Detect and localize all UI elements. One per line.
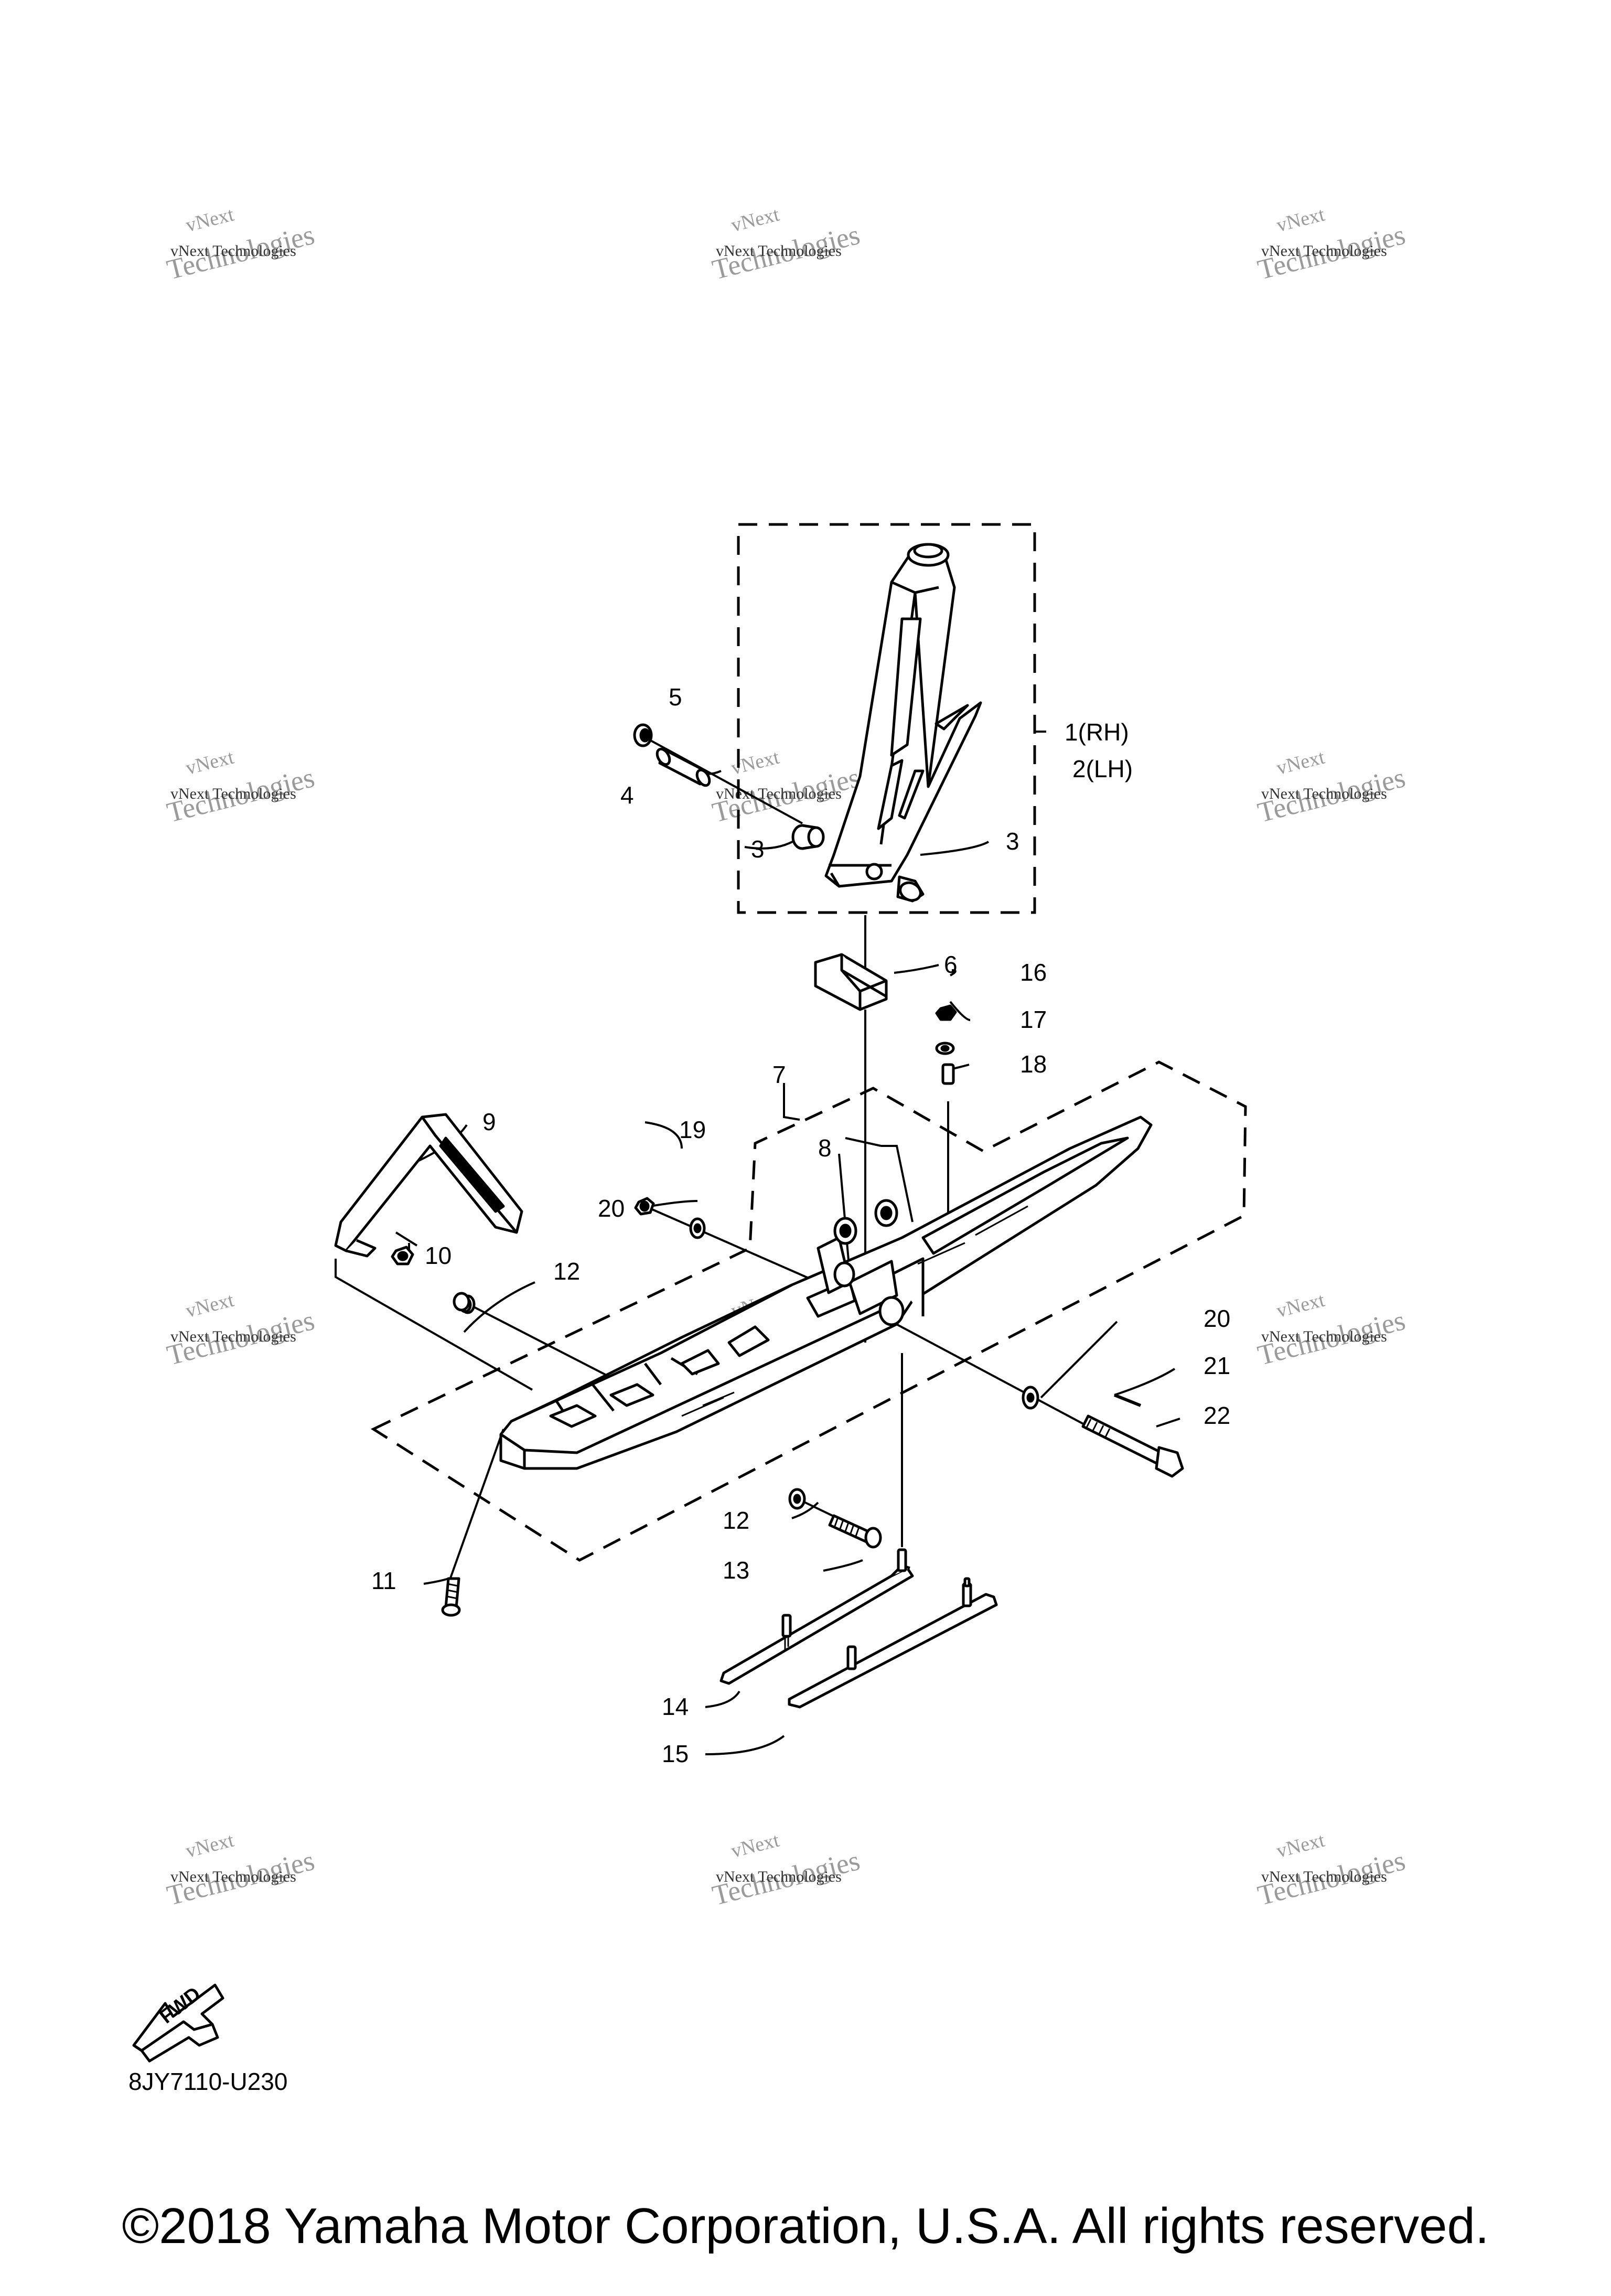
- ski-bushing-part: [874, 1199, 898, 1227]
- long-bolt-part: [1081, 1414, 1184, 1478]
- spindle-assembly-box: [737, 523, 1036, 914]
- callout-label: 17: [1020, 1006, 1047, 1033]
- watermark-text: vNext: [184, 1829, 237, 1862]
- watermark: vNext Technologies vNext Technologies: [1254, 746, 1408, 829]
- watermark-text: vNext Technologies: [170, 785, 296, 802]
- runner-part: [719, 1548, 914, 1685]
- watermark: vNext Technologies vNext Technologies: [709, 746, 863, 829]
- diagram-code: 8JY7110-U230: [128, 2068, 287, 2095]
- runner-part: [788, 1577, 998, 1709]
- callout-label: 9: [482, 1108, 496, 1135]
- ski-bushing-part: [833, 1217, 857, 1245]
- callout-label: 20: [1204, 1305, 1230, 1332]
- washer-part: [935, 1042, 955, 1055]
- watermark-text: vNext Technologies: [716, 1868, 842, 1885]
- watermark-layer: vNext Technologies vNext Technologies vN…: [164, 203, 1408, 1912]
- callout-label: 14: [662, 1693, 689, 1720]
- callout-label: 13: [723, 1557, 749, 1584]
- watermark-text: vNext: [1274, 1289, 1327, 1322]
- cap-nut-part: [633, 723, 653, 747]
- callout-leaders: [395, 754, 1180, 1755]
- watermark-text: vNext Technologies: [170, 1868, 296, 1885]
- washer-part: [788, 1488, 806, 1510]
- callout-label: 5: [669, 683, 682, 711]
- bolt-part: [828, 1514, 882, 1549]
- loop-nut-part: [453, 1292, 470, 1312]
- watermark-text: vNext Technologies: [170, 1328, 296, 1345]
- watermark-text: vNext: [729, 1829, 782, 1862]
- watermark-text: vNext Technologies: [1261, 1328, 1387, 1345]
- watermark: vNext Technologies vNext Technologies: [164, 746, 317, 829]
- watermark: vNext Technologies vNext Technologies: [164, 203, 317, 286]
- callout-label: 3: [751, 835, 765, 863]
- watermark: vNext Technologies vNext Technologies: [709, 203, 863, 286]
- callout-label: 18: [1020, 1050, 1047, 1078]
- callout-label: 12: [723, 1507, 749, 1534]
- watermark-text: vNext: [1274, 1829, 1327, 1862]
- assembly-boxes: [370, 523, 1247, 1562]
- callout-label: 22: [1204, 1402, 1230, 1429]
- bolt-part: [441, 1577, 461, 1617]
- watermark-text: vNext: [184, 1289, 237, 1322]
- watermark-text: vNext Technologies: [1261, 242, 1387, 260]
- bushing-part: [791, 824, 825, 850]
- watermark-text: vNext: [729, 746, 782, 779]
- callout-label: 6: [944, 951, 958, 978]
- callout-label: 1(RH): [1065, 718, 1129, 746]
- bushing-part: [896, 875, 925, 903]
- ski-part: [499, 1115, 1153, 1470]
- callout-label: 8: [818, 1134, 832, 1162]
- watermark-text: vNext: [1274, 203, 1327, 237]
- callout-label: 2(LH): [1072, 755, 1133, 782]
- callout-label: 12: [553, 1258, 580, 1285]
- collar-part: [656, 747, 711, 787]
- shim-part: [1113, 1393, 1142, 1407]
- watermark-text: vNext: [184, 203, 237, 237]
- watermark: vNext Technologies vNext Technologies: [1254, 1289, 1408, 1371]
- stud-part: [941, 1063, 955, 1085]
- watermark: vNext Technologies vNext Technologies: [164, 1289, 317, 1371]
- callout-label: 3: [1006, 828, 1019, 855]
- callout-label: 7: [772, 1061, 786, 1088]
- watermark: vNext Technologies vNext Technologies: [709, 1829, 863, 1912]
- callout-label: 4: [620, 781, 634, 809]
- nut-part: [935, 1004, 957, 1021]
- callout-label: 21: [1204, 1352, 1230, 1379]
- wear-pad-part: [814, 953, 888, 1011]
- washer-part: [689, 1217, 706, 1239]
- callout-label: 20: [598, 1195, 625, 1222]
- watermark-text: vNext Technologies: [1261, 1868, 1387, 1885]
- watermark-text: vNext Technologies: [170, 242, 296, 260]
- ski-assembly-box: [370, 1060, 1247, 1562]
- parts-layer: [334, 543, 1184, 1709]
- copyright-footer: ©2018 Yamaha Motor Corporation, U.S.A. A…: [122, 2198, 1489, 2254]
- watermark: vNext Technologies vNext Technologies: [1254, 1829, 1408, 1912]
- callout-numbers: 1(RH) 2(LH) 3 3 4 5 6 7 8 9 10 11 12 12 …: [371, 683, 1230, 1767]
- watermark: vNext Technologies vNext Technologies: [164, 1829, 317, 1912]
- watermark-text: vNext Technologies: [1261, 785, 1387, 802]
- callout-label: 15: [662, 1740, 689, 1767]
- watermark-text: vNext: [1274, 746, 1327, 779]
- ski-spindle-part: [824, 543, 982, 888]
- callout-label: 19: [679, 1116, 706, 1143]
- ski-loop-part: [334, 1113, 523, 1258]
- loop-nut-part: [391, 1246, 414, 1265]
- watermark-text: vNext Technologies: [716, 242, 842, 260]
- watermark-text: vNext: [184, 746, 237, 779]
- watermark-text: vNext: [729, 203, 782, 237]
- callout-label: 16: [1020, 959, 1047, 986]
- callout-label: 10: [425, 1242, 452, 1269]
- callout-label: 11: [371, 1567, 396, 1594]
- nut-part: [634, 1197, 655, 1216]
- watermark-text: vNext Technologies: [716, 785, 842, 802]
- fwd-arrow-icon: FWD: [132, 1983, 224, 2063]
- watermark: vNext Technologies vNext Technologies: [1254, 203, 1408, 286]
- washer-part: [1022, 1386, 1039, 1410]
